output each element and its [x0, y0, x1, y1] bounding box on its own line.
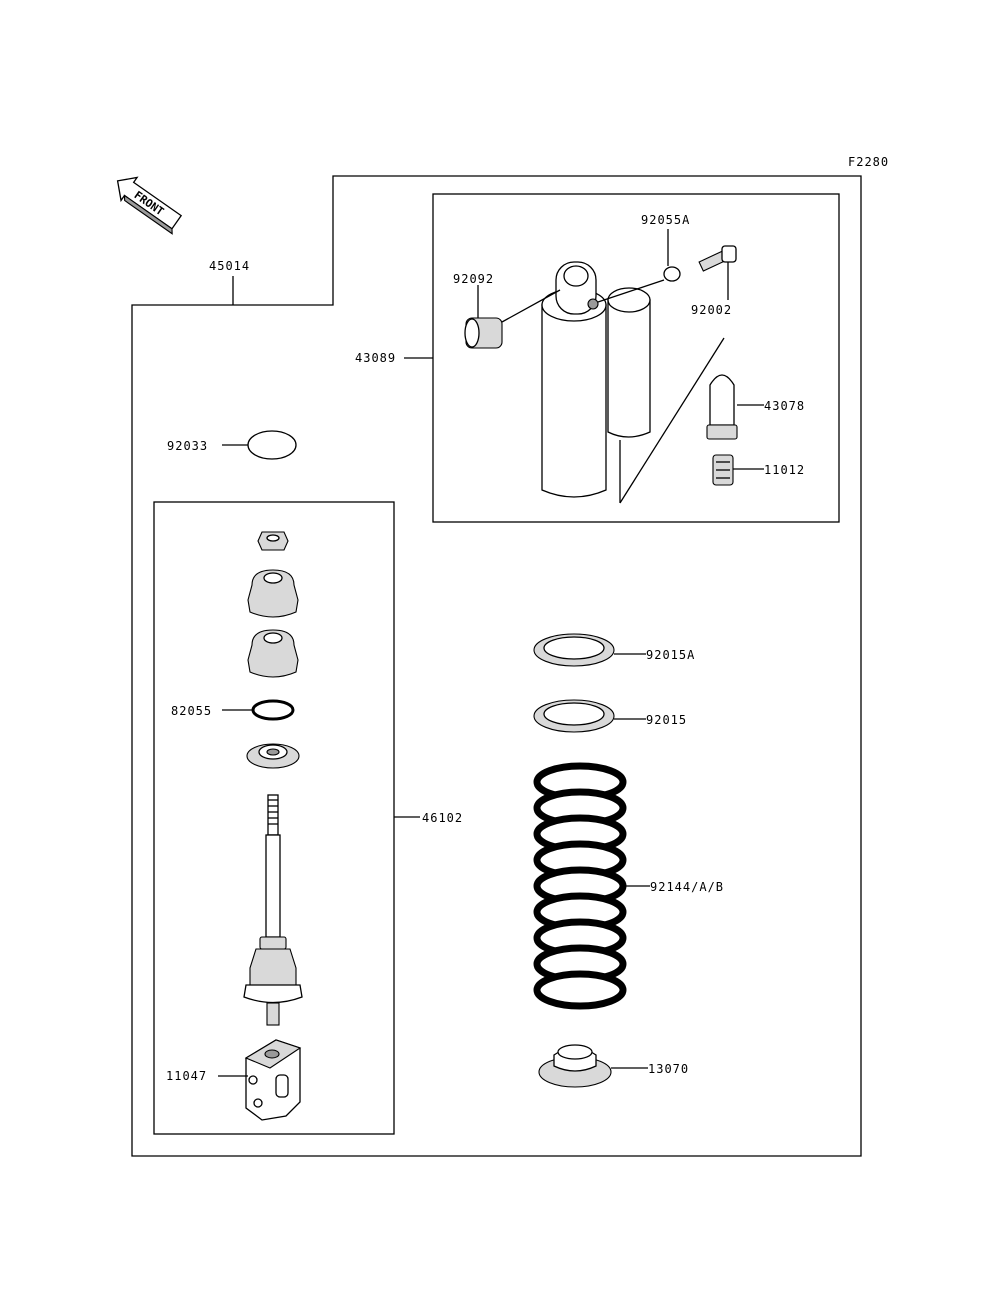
part-label-92015: 92015 [646, 713, 687, 727]
nut-part [257, 531, 289, 551]
circlip-92033 [247, 430, 297, 460]
part-label-13070: 13070 [648, 1062, 689, 1076]
oring-92055a [663, 266, 681, 282]
bump-stop-upper [247, 569, 299, 618]
seal-cap-part [246, 743, 300, 769]
part-label-92055a: 92055A [641, 213, 690, 227]
part-label-92033: 92033 [167, 439, 208, 453]
part-label-43078: 43078 [764, 399, 805, 413]
part-label-45014: 45014 [209, 259, 250, 273]
coil-spring-92144 [533, 762, 627, 1010]
locknut-92015 [533, 699, 615, 733]
spring-seat-13070 [538, 1044, 612, 1088]
part-label-11047: 11047 [166, 1069, 207, 1083]
bolt-92002 [698, 245, 737, 272]
front-arrow-icon: FRONT [116, 176, 183, 235]
part-label-43089: 43089 [355, 351, 396, 365]
subassembly-box-46102 [153, 501, 395, 1135]
figure-code: F2280 [848, 155, 889, 169]
part-label-92092: 92092 [453, 272, 494, 286]
clevis-11047 [244, 1039, 302, 1121]
part-label-92144: 92144/A/B [650, 880, 724, 894]
part-label-82055: 82055 [171, 704, 212, 718]
part-label-92002: 92002 [691, 303, 732, 317]
locknut-92015a [533, 633, 615, 667]
part-label-92015a: 92015A [646, 648, 695, 662]
valve-cap-43078 [706, 374, 738, 440]
valve-11012 [712, 454, 734, 486]
part-label-11012: 11012 [764, 463, 805, 477]
shock-body [541, 261, 651, 498]
piston-rod [243, 794, 303, 1026]
oring-82055 [251, 699, 295, 721]
bushing-92092 [464, 317, 503, 349]
part-label-46102: 46102 [422, 811, 463, 825]
assembly-frame-45014 [131, 175, 862, 1157]
bump-stop-lower [247, 629, 299, 678]
